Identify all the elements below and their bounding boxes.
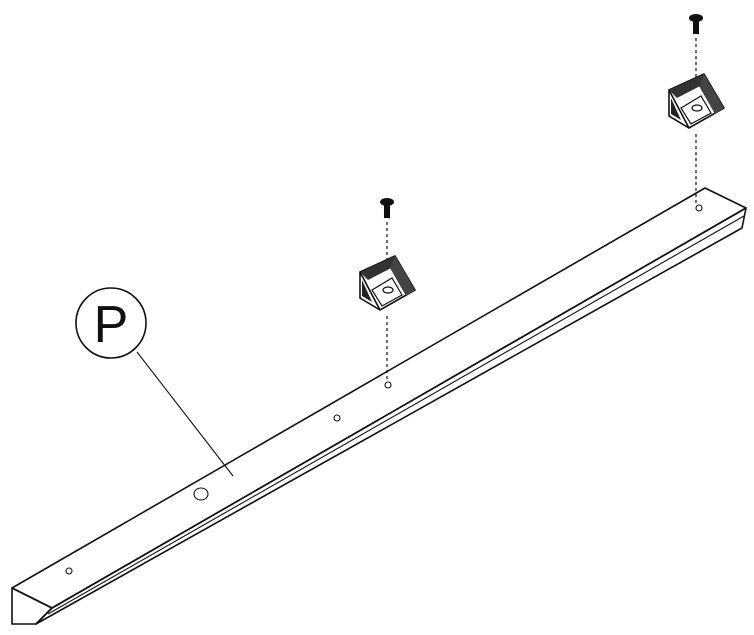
rail-hole-1 — [65, 567, 73, 575]
bracket-assembly-right — [668, 14, 725, 205]
bracket-assembly-middle — [359, 198, 416, 380]
rail-top-face — [11, 187, 747, 609]
part-label-circle — [75, 287, 147, 359]
part-label: P — [94, 296, 129, 354]
rail-part — [11, 187, 747, 625]
rail-hole-3 — [384, 381, 392, 389]
rail-edge-line — [47, 215, 745, 615]
corner-bracket-icon — [359, 255, 416, 311]
corner-bracket-icon — [668, 73, 725, 129]
label-leader-line — [136, 351, 234, 477]
screw-icon — [380, 198, 394, 219]
rail-end-face — [11, 587, 53, 625]
rail-large-hole — [193, 487, 209, 501]
screw-icon — [689, 14, 703, 35]
rail-hole-4 — [695, 204, 703, 212]
rail-hole-2 — [333, 414, 341, 422]
part-label-callout: P — [75, 287, 147, 359]
